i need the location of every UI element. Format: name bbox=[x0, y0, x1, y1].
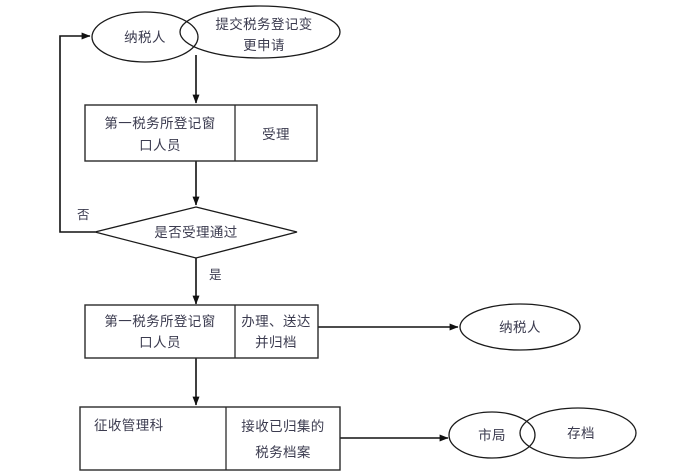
node-taxpayer-start[interactable] bbox=[91, 11, 199, 63]
label-receive-archive-line1: 接收已归集的 bbox=[241, 418, 324, 435]
label-collection-admin: 征收管理科 bbox=[94, 418, 164, 434]
label-taxpayer-end: 纳税人 bbox=[499, 320, 541, 336]
label-window2-line1: 第一税务所登记窗 bbox=[104, 313, 215, 330]
node-submit-application[interactable] bbox=[179, 5, 341, 59]
label-accept: 受理 bbox=[262, 127, 290, 143]
label-window1-line2: 口人员 bbox=[139, 138, 181, 154]
label-submit-application-line1: 提交税务登记变 bbox=[215, 16, 312, 33]
label-archive: 存档 bbox=[567, 426, 595, 442]
node-decision-diamond[interactable] bbox=[94, 206, 298, 259]
node-window2-box[interactable] bbox=[84, 304, 319, 359]
node-window1-box[interactable] bbox=[84, 104, 318, 162]
connector-decision-no-loopback bbox=[59, 32, 95, 233]
label-process-deliver-line2: 并归档 bbox=[255, 334, 297, 351]
label-city-bureau: 市局 bbox=[478, 427, 506, 444]
label-receive-archive-line2: 税务档案 bbox=[255, 444, 311, 461]
label-process-deliver-line1: 办理、送达 bbox=[241, 314, 311, 330]
node-collection-box[interactable] bbox=[79, 406, 341, 471]
label-branch-yes: 是 bbox=[209, 267, 222, 282]
label-branch-no: 否 bbox=[77, 207, 90, 222]
node-taxpayer-end[interactable] bbox=[459, 303, 581, 351]
label-taxpayer-start: 纳税人 bbox=[124, 30, 166, 46]
label-decision: 是否受理通过 bbox=[154, 225, 237, 241]
label-window1-line1: 第一税务所登记窗 bbox=[104, 115, 215, 132]
node-archive[interactable] bbox=[519, 407, 637, 459]
node-city-bureau[interactable] bbox=[448, 411, 536, 459]
label-window2-line2: 口人员 bbox=[139, 335, 181, 351]
label-submit-application-line2: 更申请 bbox=[243, 38, 285, 54]
